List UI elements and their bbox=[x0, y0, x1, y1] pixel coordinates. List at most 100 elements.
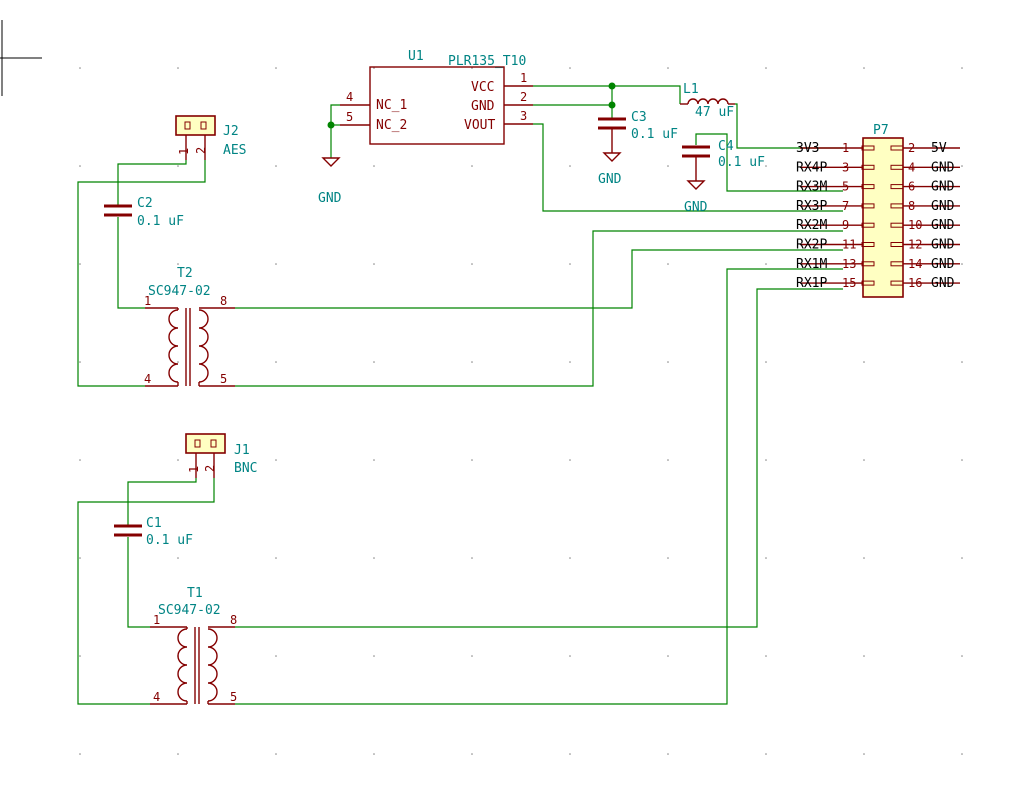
p7-pin-num: 6 bbox=[908, 180, 915, 194]
grid-dot bbox=[79, 165, 81, 167]
p7-net-label: RX1M bbox=[796, 257, 827, 272]
c2-capacitor[interactable]: C2 0.1 uF bbox=[104, 196, 184, 229]
p7-pin-slot bbox=[890, 222, 904, 228]
wire-j2-pin2 bbox=[77, 160, 206, 387]
grid-dot bbox=[373, 263, 375, 265]
crosshair-cursor bbox=[0, 20, 42, 96]
grid-dot bbox=[667, 655, 669, 657]
p7-pin-slot bbox=[890, 261, 904, 267]
grid-dot bbox=[471, 361, 473, 363]
c1-capacitor[interactable]: C1 0.1 uF bbox=[114, 516, 193, 548]
c4-capacitor[interactable]: C4 0.1 uF GND bbox=[682, 139, 765, 215]
grid-dot bbox=[961, 753, 963, 755]
grid-dot bbox=[961, 165, 963, 167]
grid-dot bbox=[765, 557, 767, 559]
t1-pin-num: 4 bbox=[153, 690, 160, 704]
grid-dot bbox=[667, 67, 669, 69]
p7-pin-num: 7 bbox=[842, 199, 849, 213]
grid-dot bbox=[79, 655, 81, 657]
u1-pin-num: 1 bbox=[520, 71, 527, 85]
u1-pin-num: 2 bbox=[520, 90, 527, 104]
grid-dot bbox=[177, 263, 179, 265]
p7-pin-num: 1 bbox=[842, 141, 849, 155]
p7-body bbox=[862, 137, 904, 298]
p7-pin-num: 14 bbox=[908, 257, 922, 271]
wire-j2-pin1 bbox=[117, 160, 187, 205]
t1-transformer[interactable]: T1 SC947-02 1 8 4 5 bbox=[150, 586, 237, 705]
grid-dot bbox=[79, 753, 81, 755]
grid-dot bbox=[373, 753, 375, 755]
p7-pin-slot bbox=[861, 203, 875, 209]
j2-ref: J2 bbox=[223, 124, 239, 139]
p7-pin-slot bbox=[890, 280, 904, 286]
j1-connector[interactable]: 1 2 J1 BNC bbox=[185, 433, 257, 478]
p7-pin-slot bbox=[861, 222, 875, 228]
j1-ref: J1 bbox=[234, 443, 250, 458]
grid-dot bbox=[863, 557, 865, 559]
p7-net-label: RX3M bbox=[796, 180, 827, 195]
t1-value: SC947-02 bbox=[158, 603, 221, 618]
p7-net-label: GND bbox=[931, 160, 955, 175]
j2-pin-num: 2 bbox=[194, 147, 208, 154]
grid-dot bbox=[471, 165, 473, 167]
grid-dot bbox=[667, 459, 669, 461]
grid-dot bbox=[373, 361, 375, 363]
u1-pin-name: NC_2 bbox=[376, 118, 407, 133]
grid-dot bbox=[177, 753, 179, 755]
c3-capacitor[interactable]: C3 0.1 uF GND bbox=[598, 110, 678, 187]
p7-net-label: RX2P bbox=[796, 238, 827, 253]
grid-dot bbox=[765, 263, 767, 265]
p7-net-label: RX3P bbox=[796, 199, 827, 214]
p7-pin-num: 4 bbox=[908, 160, 915, 174]
grid-dot bbox=[765, 165, 767, 167]
wire-vout-rx3p bbox=[533, 123, 843, 212]
grid-dot bbox=[667, 557, 669, 559]
grid-dot bbox=[569, 459, 571, 461]
wire-l1-3v3 bbox=[735, 103, 843, 149]
t2-pin-num: 5 bbox=[220, 372, 227, 386]
grid-dot bbox=[177, 459, 179, 461]
grid-dot bbox=[569, 361, 571, 363]
u1-ref: U1 bbox=[408, 49, 424, 64]
p7-net-label: GND bbox=[931, 218, 955, 233]
p7-pin-num: 11 bbox=[842, 238, 856, 252]
p7-pin-num: 16 bbox=[908, 276, 922, 290]
p7-net-label: RX4P bbox=[796, 160, 827, 175]
grid-dot bbox=[961, 263, 963, 265]
u1-value: PLR135_T10 bbox=[448, 54, 526, 69]
wire-rx1m bbox=[235, 268, 843, 705]
p7-pin-slot bbox=[861, 184, 875, 190]
j2-pin-num: 1 bbox=[177, 148, 191, 155]
grid-dot bbox=[569, 67, 571, 69]
grid-dot bbox=[79, 557, 81, 559]
grid-dot bbox=[373, 165, 375, 167]
c3-value: 0.1 uF bbox=[631, 127, 678, 142]
p7-net-label: GND bbox=[931, 257, 955, 272]
grid-dot bbox=[275, 753, 277, 755]
grid-dot bbox=[275, 165, 277, 167]
j2-connector[interactable]: 1 2 J2 AES bbox=[175, 115, 246, 160]
p7-pin-num: 3 bbox=[842, 160, 849, 174]
c2-ref: C2 bbox=[137, 196, 153, 211]
grid-dot bbox=[961, 655, 963, 657]
l1-inductor[interactable]: L1 47 uF bbox=[680, 82, 735, 120]
grid-dot bbox=[79, 361, 81, 363]
t1-pin-num: 8 bbox=[230, 613, 237, 627]
p7-pin-num: 8 bbox=[908, 199, 915, 213]
grid-dot bbox=[765, 753, 767, 755]
grid-dot bbox=[863, 67, 865, 69]
grid-dot bbox=[373, 557, 375, 559]
gnd-symbol-u1: GND bbox=[318, 157, 342, 206]
t1-ref: T1 bbox=[187, 586, 203, 601]
t2-transformer[interactable]: T2 SC947-02 1 8 4 5 bbox=[144, 266, 235, 387]
grid-dot bbox=[471, 557, 473, 559]
grid-dot bbox=[569, 753, 571, 755]
grid-dot bbox=[961, 361, 963, 363]
grid-dot bbox=[667, 753, 669, 755]
t1-pin-num: 5 bbox=[230, 690, 237, 704]
u1-regulator[interactable]: U1 PLR135_T10 4 5 NC_1 NC_2 1 2 3 VCC GN… bbox=[340, 49, 533, 145]
wire-nc1 bbox=[330, 104, 340, 125]
wire-j1-pin2 bbox=[77, 478, 215, 705]
